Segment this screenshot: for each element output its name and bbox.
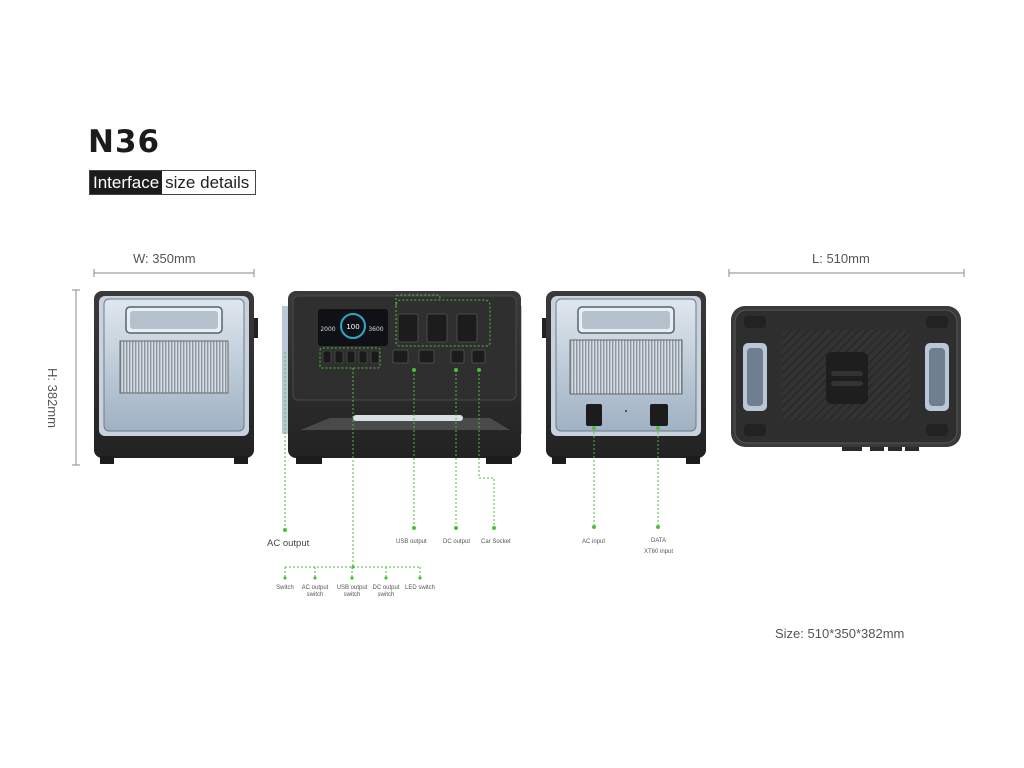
switch-label-led: LED switch — [404, 585, 435, 591]
product-title: N36 — [88, 124, 161, 160]
back-view — [542, 291, 706, 464]
subtitle-box: Interface size details — [89, 170, 257, 195]
label-car-socket: Car Socket — [481, 539, 511, 545]
label-ac-output: AC output — [267, 538, 310, 549]
label-data: DATA — [651, 538, 667, 544]
label-xt60-input: XT60 input — [644, 549, 674, 555]
screen-left-value: 2000 — [320, 326, 335, 333]
length-label: L: 510mm — [812, 251, 870, 266]
subtitle-highlight: Interface — [90, 171, 163, 194]
front-view-panel: 100 2000 3600 — [282, 291, 522, 464]
subtitle-rest: size details — [162, 171, 256, 194]
screen-center-value: 100 — [346, 323, 359, 331]
top-view — [731, 306, 961, 451]
size-label: Size: 510*350*382mm — [775, 626, 905, 641]
width-dimension-line — [93, 269, 255, 277]
length-dimension-line — [728, 269, 965, 277]
width-label: W: 350mm — [133, 251, 196, 266]
height-dimension-line — [72, 289, 80, 466]
label-ac-input: AC input — [582, 539, 606, 545]
side-view-fan — [94, 291, 258, 464]
screen-right-value: 3600 — [368, 326, 383, 333]
label-usb-output: USB output — [396, 539, 427, 545]
switch-label-power: Switch — [276, 585, 294, 591]
callout-lines — [284, 294, 659, 578]
label-dc-output: DC output — [443, 539, 471, 545]
callout-dots — [283, 368, 660, 580]
